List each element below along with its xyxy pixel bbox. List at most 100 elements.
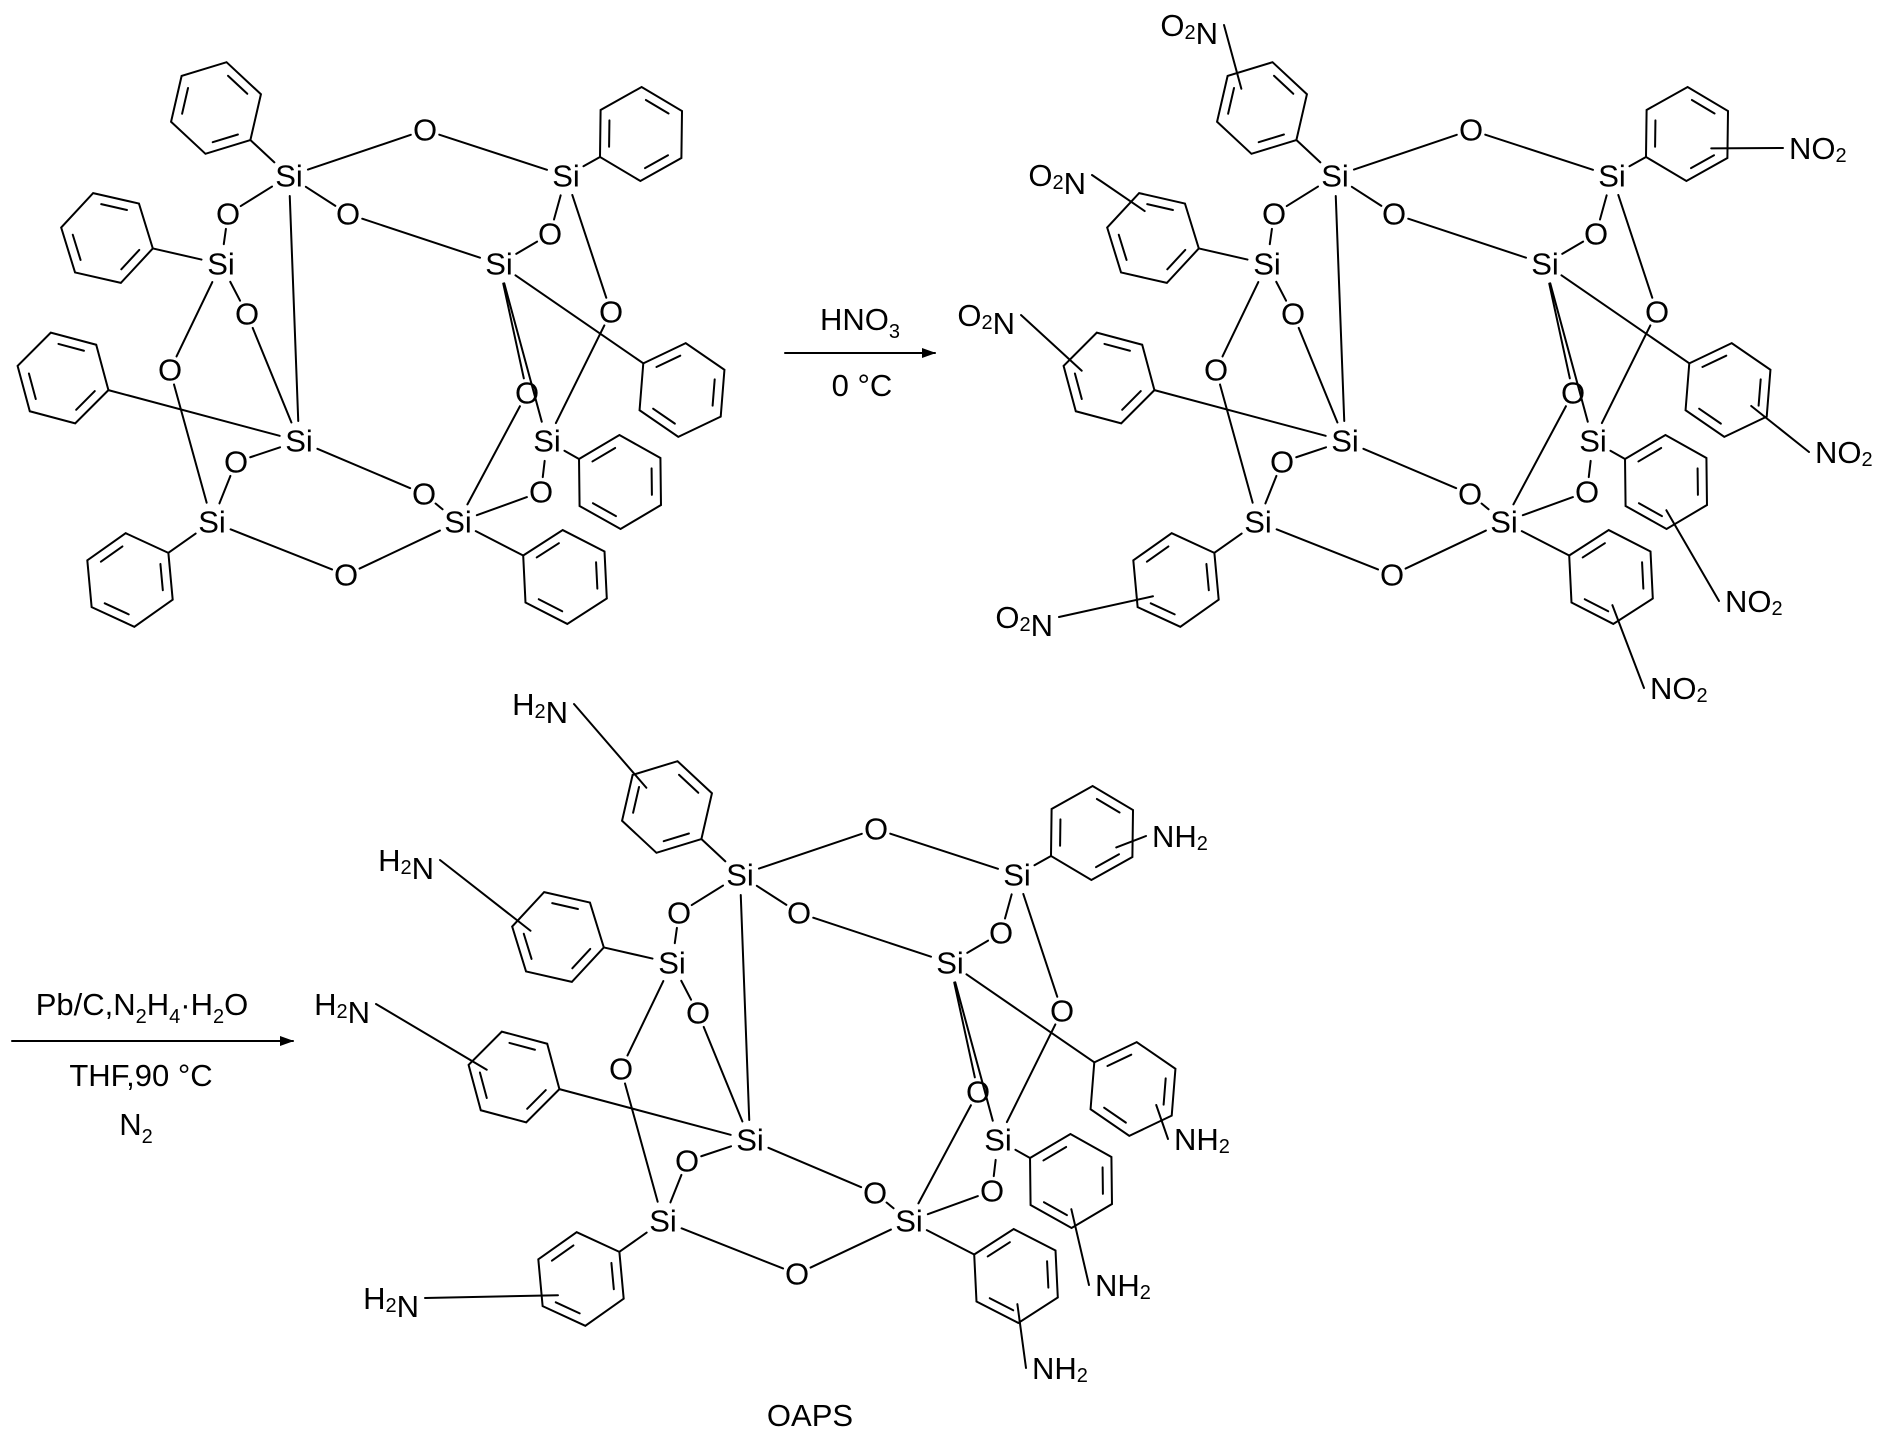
si-o-bond <box>229 280 242 302</box>
si-o-bond <box>953 981 976 1079</box>
amine-group-left: H2N <box>314 987 370 1030</box>
ring-double-bond <box>1698 407 1722 425</box>
si-o-bond <box>1617 193 1654 299</box>
reduction-atmosphere: N2 <box>119 1107 153 1148</box>
benzene-ring-outline <box>578 433 662 531</box>
si-o-bond <box>554 324 606 425</box>
oxygen-atom: O <box>1382 197 1406 232</box>
ring-double-bond <box>571 947 592 970</box>
si-o-bond <box>626 980 665 1057</box>
si-o-bond <box>1484 133 1594 171</box>
ring-double-bond <box>986 1241 1011 1258</box>
ring-double-bond <box>1145 545 1170 563</box>
si-aryl-bond <box>965 973 1096 1064</box>
oxygen-atom: O <box>336 197 360 232</box>
oxygen-atom: O <box>515 376 539 411</box>
ring-double-bond <box>75 390 96 411</box>
ring-double-bond <box>1205 562 1210 592</box>
si-o-bond <box>885 1201 895 1210</box>
aryl-substituent-bond <box>1223 24 1243 90</box>
si-o-bond <box>1480 502 1490 511</box>
si-o-bond <box>438 133 548 171</box>
benzene-ring-outline <box>1215 61 1309 155</box>
si-o-bond <box>767 1146 863 1189</box>
ring-double-bond <box>1583 598 1610 613</box>
silicon-atom: Si <box>485 247 513 282</box>
ring-double-bond <box>211 133 239 144</box>
oxygen-atom: O <box>1204 353 1228 388</box>
si-o-bond <box>700 1145 733 1158</box>
si-o-bond <box>966 939 990 954</box>
si-o-bond <box>229 528 334 571</box>
benzene-ring-outline <box>86 532 174 628</box>
si-o-bond <box>690 884 725 907</box>
ring-double-bond <box>652 407 676 425</box>
si-o-bond <box>1275 280 1288 302</box>
benzene-ring-outline <box>467 1030 561 1124</box>
ring-double-bond <box>57 342 85 352</box>
ring-double-bond <box>508 1041 536 1051</box>
nitro-group-right: NO2 <box>1815 435 1873 472</box>
si-o-bond <box>304 185 337 207</box>
benzene-ring-outline <box>1089 1040 1177 1138</box>
ring-double-bond <box>1581 542 1606 559</box>
si-aryl-bond <box>1213 532 1243 554</box>
oxygen-atom: O <box>966 1075 990 1110</box>
si-aryl-bond <box>1560 274 1691 365</box>
si-o-bond <box>680 979 693 1001</box>
ring-double-bond <box>1690 98 1716 115</box>
nitro-group-right: NO2 <box>1725 584 1783 621</box>
si-o-bond <box>702 1025 744 1123</box>
oxygen-atom: O <box>413 113 437 148</box>
aryl-substituent-bond <box>573 703 648 789</box>
ring-double-bond <box>181 87 190 115</box>
si-o-bond <box>502 282 525 380</box>
aryl-substituent-bond <box>1665 509 1720 602</box>
oxygen-atom: O <box>1380 558 1404 593</box>
ring-double-bond <box>644 98 670 115</box>
si-o-bond <box>503 282 543 423</box>
ring-double-bond <box>591 446 617 463</box>
ring-double-bond <box>1272 74 1295 95</box>
si-o-bond <box>175 281 214 358</box>
benzene-ring-outline <box>598 85 684 183</box>
oxygen-atom: O <box>787 896 811 931</box>
ring-double-bond <box>610 1261 615 1291</box>
cage-bonds <box>172 133 608 571</box>
silicon-atom: Si <box>275 159 303 194</box>
oxygen-atom: O <box>864 812 888 847</box>
benzene-ring-outline <box>1132 532 1220 628</box>
ring-double-bond <box>1146 203 1174 211</box>
si-o-bond <box>926 1195 979 1216</box>
oxygen-atom: O <box>1262 197 1286 232</box>
oxygen-atom: O <box>609 1052 633 1087</box>
ring-double-bond <box>1637 446 1663 463</box>
nitro-group-left: O2N <box>1160 8 1218 51</box>
si-o-bond <box>1407 217 1528 259</box>
amine-group-right: NH2 <box>1095 1268 1151 1305</box>
oxygen-atom: O <box>529 475 553 510</box>
ring-double-bond <box>655 354 682 369</box>
si-o-bond <box>239 185 274 208</box>
ring-double-bond <box>99 545 124 563</box>
aryl-substituent-bond <box>1020 314 1083 372</box>
ring-double-bond <box>1701 354 1728 369</box>
nitro-group-left: O2N <box>995 600 1053 643</box>
reduction-step: Pb/C,N2H4·H2O THF,90 °C N2 <box>11 987 294 1148</box>
silicon-atom: Si <box>658 946 686 981</box>
ring-double-bond <box>1757 378 1762 407</box>
silicon-atom: Si <box>552 159 580 194</box>
benzene-ring-outline <box>1684 341 1772 439</box>
oxygen-atom: O <box>1459 113 1483 148</box>
benzene-ring-outline <box>973 1227 1059 1325</box>
ring-double-bond <box>1106 1053 1133 1068</box>
silicon-atom: Si <box>207 247 235 282</box>
si-aryl-bond <box>514 274 645 365</box>
product-label: OAPS <box>767 1398 853 1433</box>
oxygen-atom: O <box>1050 994 1074 1029</box>
amine-group-right: NH2 <box>1032 1351 1088 1388</box>
